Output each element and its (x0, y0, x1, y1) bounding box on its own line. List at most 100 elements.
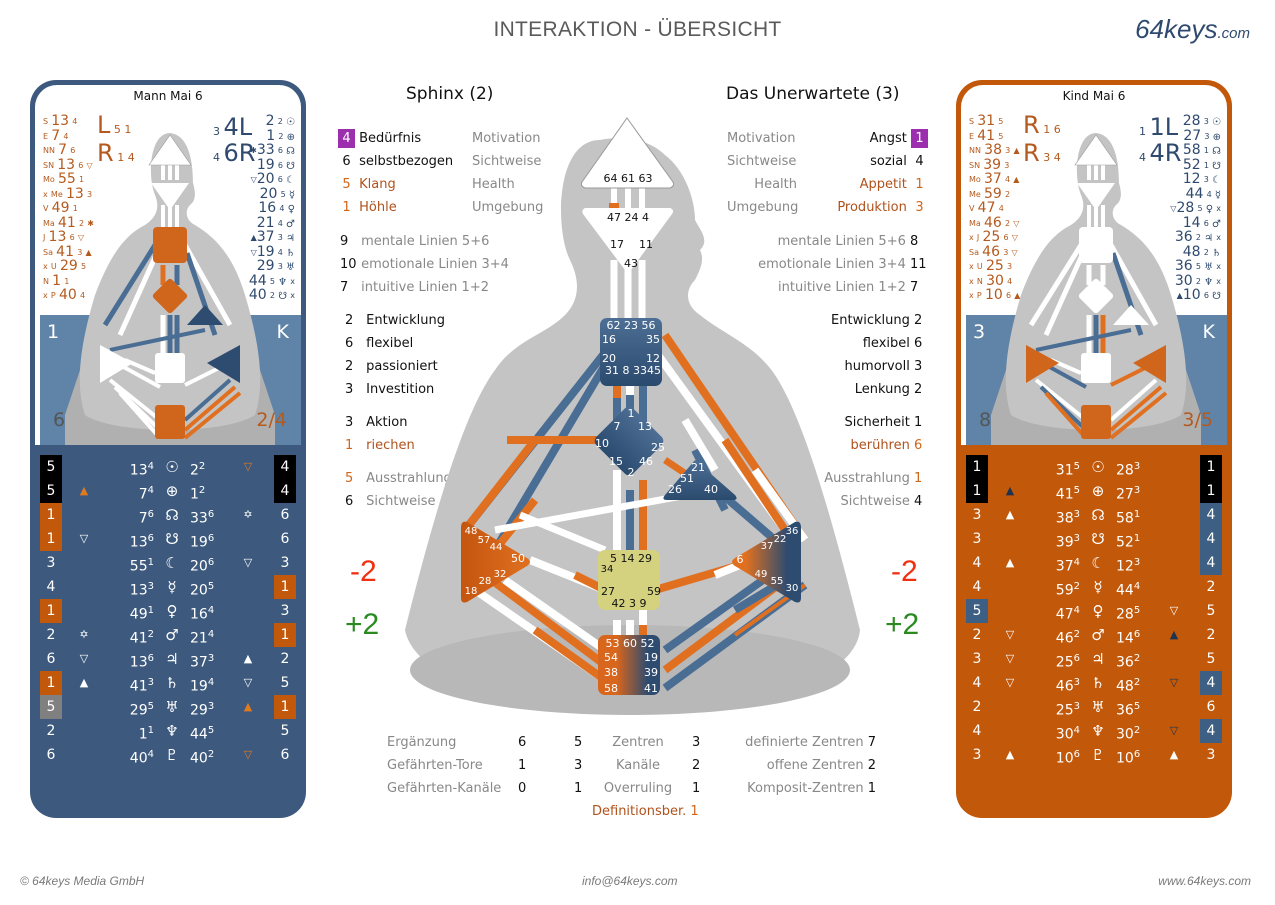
fixing-marker (1002, 719, 1018, 743)
fixing-marker (76, 503, 92, 527)
personality-line-cell: 2 (972, 627, 982, 643)
design-gate: 106 (1116, 749, 1141, 767)
mini-channel (119, 363, 161, 389)
personality-gate: 383 (1055, 509, 1080, 527)
planet-symbol-icon: ♀ (166, 602, 178, 620)
fixing-marker (1166, 527, 1182, 551)
personality-line-cell: 4 (46, 579, 56, 595)
personality-gate: 133 (129, 581, 154, 599)
design-activation: 44 4 ☿ (1185, 185, 1221, 202)
aura-item: 6 Sichtweise (345, 494, 436, 509)
design-gate: 12 (190, 485, 206, 503)
personality-activation: J 13 6 ▽ (43, 229, 84, 245)
mini-solar-plexus (207, 345, 240, 383)
personality-gate: 551 (129, 557, 154, 575)
summary-item: Komposit-Zentren 1 (747, 781, 876, 796)
heart-center (663, 460, 737, 500)
design-gate: 362 (1116, 653, 1141, 671)
gate-number: 22 (774, 534, 787, 545)
left-chart-title: Mann Mai 6 (133, 89, 203, 103)
right-corner-top-right: K (1202, 321, 1215, 343)
planet-symbol-icon: ♄ (165, 674, 179, 692)
personality-activation: SN 13 6 ▽ (43, 156, 93, 173)
personality-gate: 412 (129, 629, 154, 647)
design-line-cell: 1 (274, 575, 296, 599)
personality-line-cell: 2 (46, 723, 56, 739)
design-gate: 285 (1116, 605, 1141, 623)
channel-line (518, 511, 607, 554)
personality-gate: 256 (1055, 653, 1080, 671)
variable-item: 1 Höhle (342, 200, 397, 215)
gate-number: 48 (465, 526, 478, 537)
variable-category: Motivation (472, 131, 541, 146)
variable-item: sozial 4 (870, 154, 924, 169)
brand-logo[interactable]: 64keys.com (1135, 14, 1250, 45)
summary-label: Gefährten-Tore (387, 758, 483, 773)
gate-number: 13 (638, 420, 652, 433)
summary-value: 6 (518, 735, 527, 750)
design-gate: 581 (1116, 509, 1141, 527)
planet-symbol-icon: ☋ (1091, 530, 1105, 548)
variable-category: Umgebung (727, 200, 799, 215)
mini-root (1081, 405, 1111, 439)
right-chart-panel: Kind Mai 6 S 31 5 E 41 5 NN 38 3 ▲SN 39 … (956, 80, 1232, 818)
footer-email[interactable]: info@64keys.com (582, 874, 678, 888)
gate-number: 49 (755, 569, 768, 580)
design-line-cell: 1 (274, 623, 296, 647)
fixing-marker: ▲ (243, 652, 253, 665)
mini-throat (153, 227, 187, 263)
gate-number: 38 (604, 666, 618, 679)
design-gate: 402 (190, 749, 215, 767)
design-line-cell: 4 (1200, 503, 1222, 527)
fixing-marker (1002, 695, 1018, 719)
personality-activation: Sa 41 3 ▲ (43, 243, 92, 260)
summary-label: Zentren (612, 735, 664, 750)
line-count: 7 intuitive Linien 1+2 (340, 280, 489, 295)
design-activation: 1 2 ⊕ (266, 127, 295, 144)
variable-badge: 1 (911, 129, 928, 148)
fixing-marker (240, 527, 256, 551)
trait-item: flexibel 6 (862, 336, 923, 351)
design-activation: 58 1 ☊ (1182, 142, 1221, 158)
gate-number: 7 (614, 420, 621, 433)
left-arrow-bottom-right: 4 6R (213, 139, 256, 167)
fixing-marker (1002, 599, 1018, 623)
right-arrow-top-right: 1 1L (1139, 113, 1179, 141)
personality-gate: 491 (129, 605, 154, 623)
aura-item: Sichtweise 4 (840, 494, 923, 509)
variable-category: Health (754, 177, 797, 192)
gate-number: 39 (644, 666, 658, 679)
personality-line-cell: 4 (972, 723, 982, 739)
personality-gate: 374 (1055, 557, 1080, 575)
design-activation: 28 3 ☉ (1182, 113, 1221, 129)
personality-gate: 136 (129, 533, 154, 551)
line-count: intuitive Linien 1+2 7 (778, 280, 919, 295)
design-line-cell: 6 (280, 507, 290, 523)
design-activation: 36 5 ♅ x (1174, 258, 1221, 274)
channel-line (662, 571, 773, 654)
footer-website[interactable]: www.64keys.com (1158, 874, 1251, 888)
design-gate: 445 (190, 725, 215, 743)
design-activation: 29 3 ♅ (256, 258, 295, 274)
g-center (594, 406, 664, 476)
mini-channel (102, 243, 158, 327)
fixing-marker: ▽ (243, 556, 253, 569)
variable-item: 5 Klang (342, 177, 396, 192)
design-gate: 302 (1116, 725, 1141, 743)
gate-number: 34 (601, 564, 614, 575)
gate-number: 15 (609, 455, 623, 468)
design-activation: ▲10 6 ☋ (1176, 287, 1221, 303)
design-gate: 373 (190, 653, 215, 671)
planet-symbol-icon: ♇ (1091, 746, 1105, 764)
design-line-cell: 3 (280, 555, 290, 571)
aura-item: Ausstrahlung 1 (824, 471, 923, 486)
design-gate: 482 (1116, 677, 1141, 695)
summary-value: 0 (518, 781, 527, 796)
summary-value: 1 (692, 781, 701, 796)
design-gate: 205 (190, 581, 215, 599)
